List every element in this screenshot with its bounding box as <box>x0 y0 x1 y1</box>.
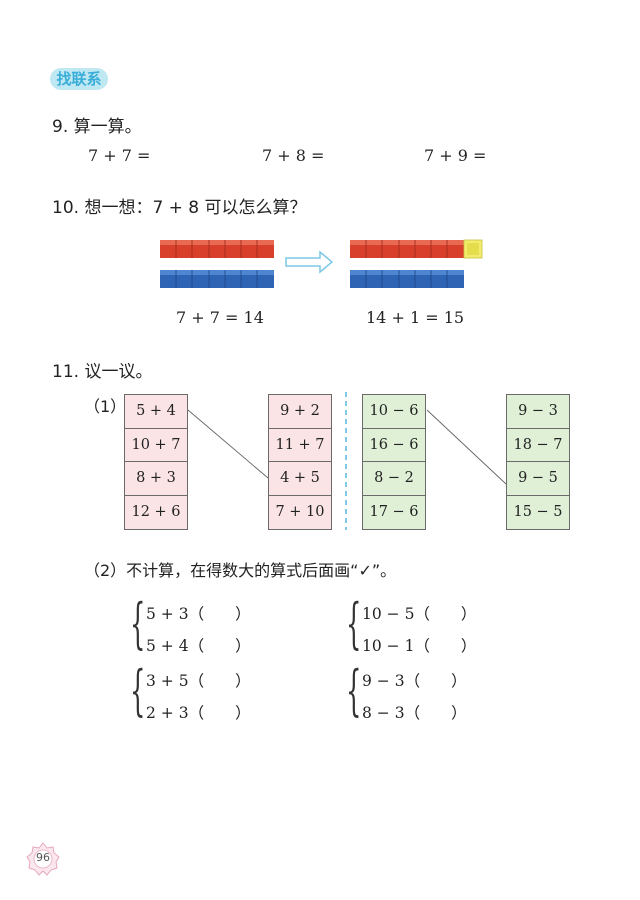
compare-item: 2 + 3（ ） <box>146 704 251 722</box>
compare-item: 3 + 5（ ） <box>146 672 251 690</box>
brace-icon: { <box>130 659 146 722</box>
compare-item: 9 − 3（ ） <box>362 672 467 690</box>
column-cell: 5 + 4 <box>125 395 187 429</box>
column-cell: 9 + 2 <box>269 395 331 429</box>
subtraction-column-1: 10 − 6 16 − 6 8 − 2 17 − 6 <box>362 394 426 530</box>
brace-icon: { <box>130 592 146 655</box>
yellow-cube <box>463 239 483 259</box>
part-1-label: （1） <box>84 397 127 416</box>
compare-item: 10 − 5（ ） <box>362 605 477 623</box>
left-red-cubes <box>160 240 274 258</box>
column-cell: 10 + 7 <box>125 429 187 462</box>
cube-illustration <box>160 239 483 288</box>
column-cell: 4 + 5 <box>269 462 331 496</box>
right-caption: 14 + 1 = 15 <box>366 308 465 327</box>
brace-icon: { <box>346 592 362 655</box>
column-cell: 10 − 6 <box>363 395 425 429</box>
right-blue-cubes <box>350 270 464 288</box>
column-cell: 18 − 7 <box>507 429 569 462</box>
section-tag: 找联系 <box>50 68 108 90</box>
column-cell: 9 − 3 <box>507 395 569 429</box>
q9-equation-2: 7 + 8 = <box>262 146 325 165</box>
column-cell: 12 + 6 <box>131 503 181 520</box>
column-cell: 8 + 3 <box>125 462 187 496</box>
compare-item: 5 + 4（ ） <box>146 637 251 655</box>
q9-equation-3: 7 + 9 = <box>424 146 487 165</box>
column-cell: 7 + 10 <box>275 503 325 520</box>
ornament-icon <box>26 842 60 876</box>
right-red-cubes <box>350 240 464 258</box>
left-caption: 7 + 7 = 14 <box>176 308 264 327</box>
compare-item: 8 − 3（ ） <box>362 704 467 722</box>
column-cell: 16 − 6 <box>363 429 425 462</box>
arrow-icon <box>285 250 334 274</box>
compare-item: 10 − 1（ ） <box>362 637 477 655</box>
addition-column-2: 9 + 2 11 + 7 4 + 5 7 + 10 <box>268 394 332 530</box>
question-9-title: 9. 算一算。 <box>52 117 142 137</box>
column-cell: 8 − 2 <box>363 462 425 496</box>
left-blue-cubes <box>160 270 274 288</box>
column-cell: 9 − 5 <box>507 462 569 496</box>
column-cell: 11 + 7 <box>269 429 331 462</box>
page-number: 96 <box>36 851 50 864</box>
part-2-instruction: （2）不计算，在得数大的算式后面画“✓”。 <box>84 561 397 580</box>
compare-item: 5 + 3（ ） <box>146 605 251 623</box>
brace-icon: { <box>346 659 362 722</box>
q9-equation-1: 7 + 7 = <box>88 146 151 165</box>
question-10-title: 10. 想一想：7 + 8 可以怎么算？ <box>52 198 307 218</box>
addition-column-1: 5 + 4 10 + 7 8 + 3 12 + 6 <box>124 394 188 530</box>
subtraction-column-2: 9 − 3 18 − 7 9 − 5 15 − 5 <box>506 394 570 530</box>
column-cell: 15 − 5 <box>513 503 563 520</box>
question-11-title: 11. 议一议。 <box>52 362 153 382</box>
column-cell: 17 − 6 <box>369 503 419 520</box>
page-number-badge: 96 <box>26 842 60 876</box>
